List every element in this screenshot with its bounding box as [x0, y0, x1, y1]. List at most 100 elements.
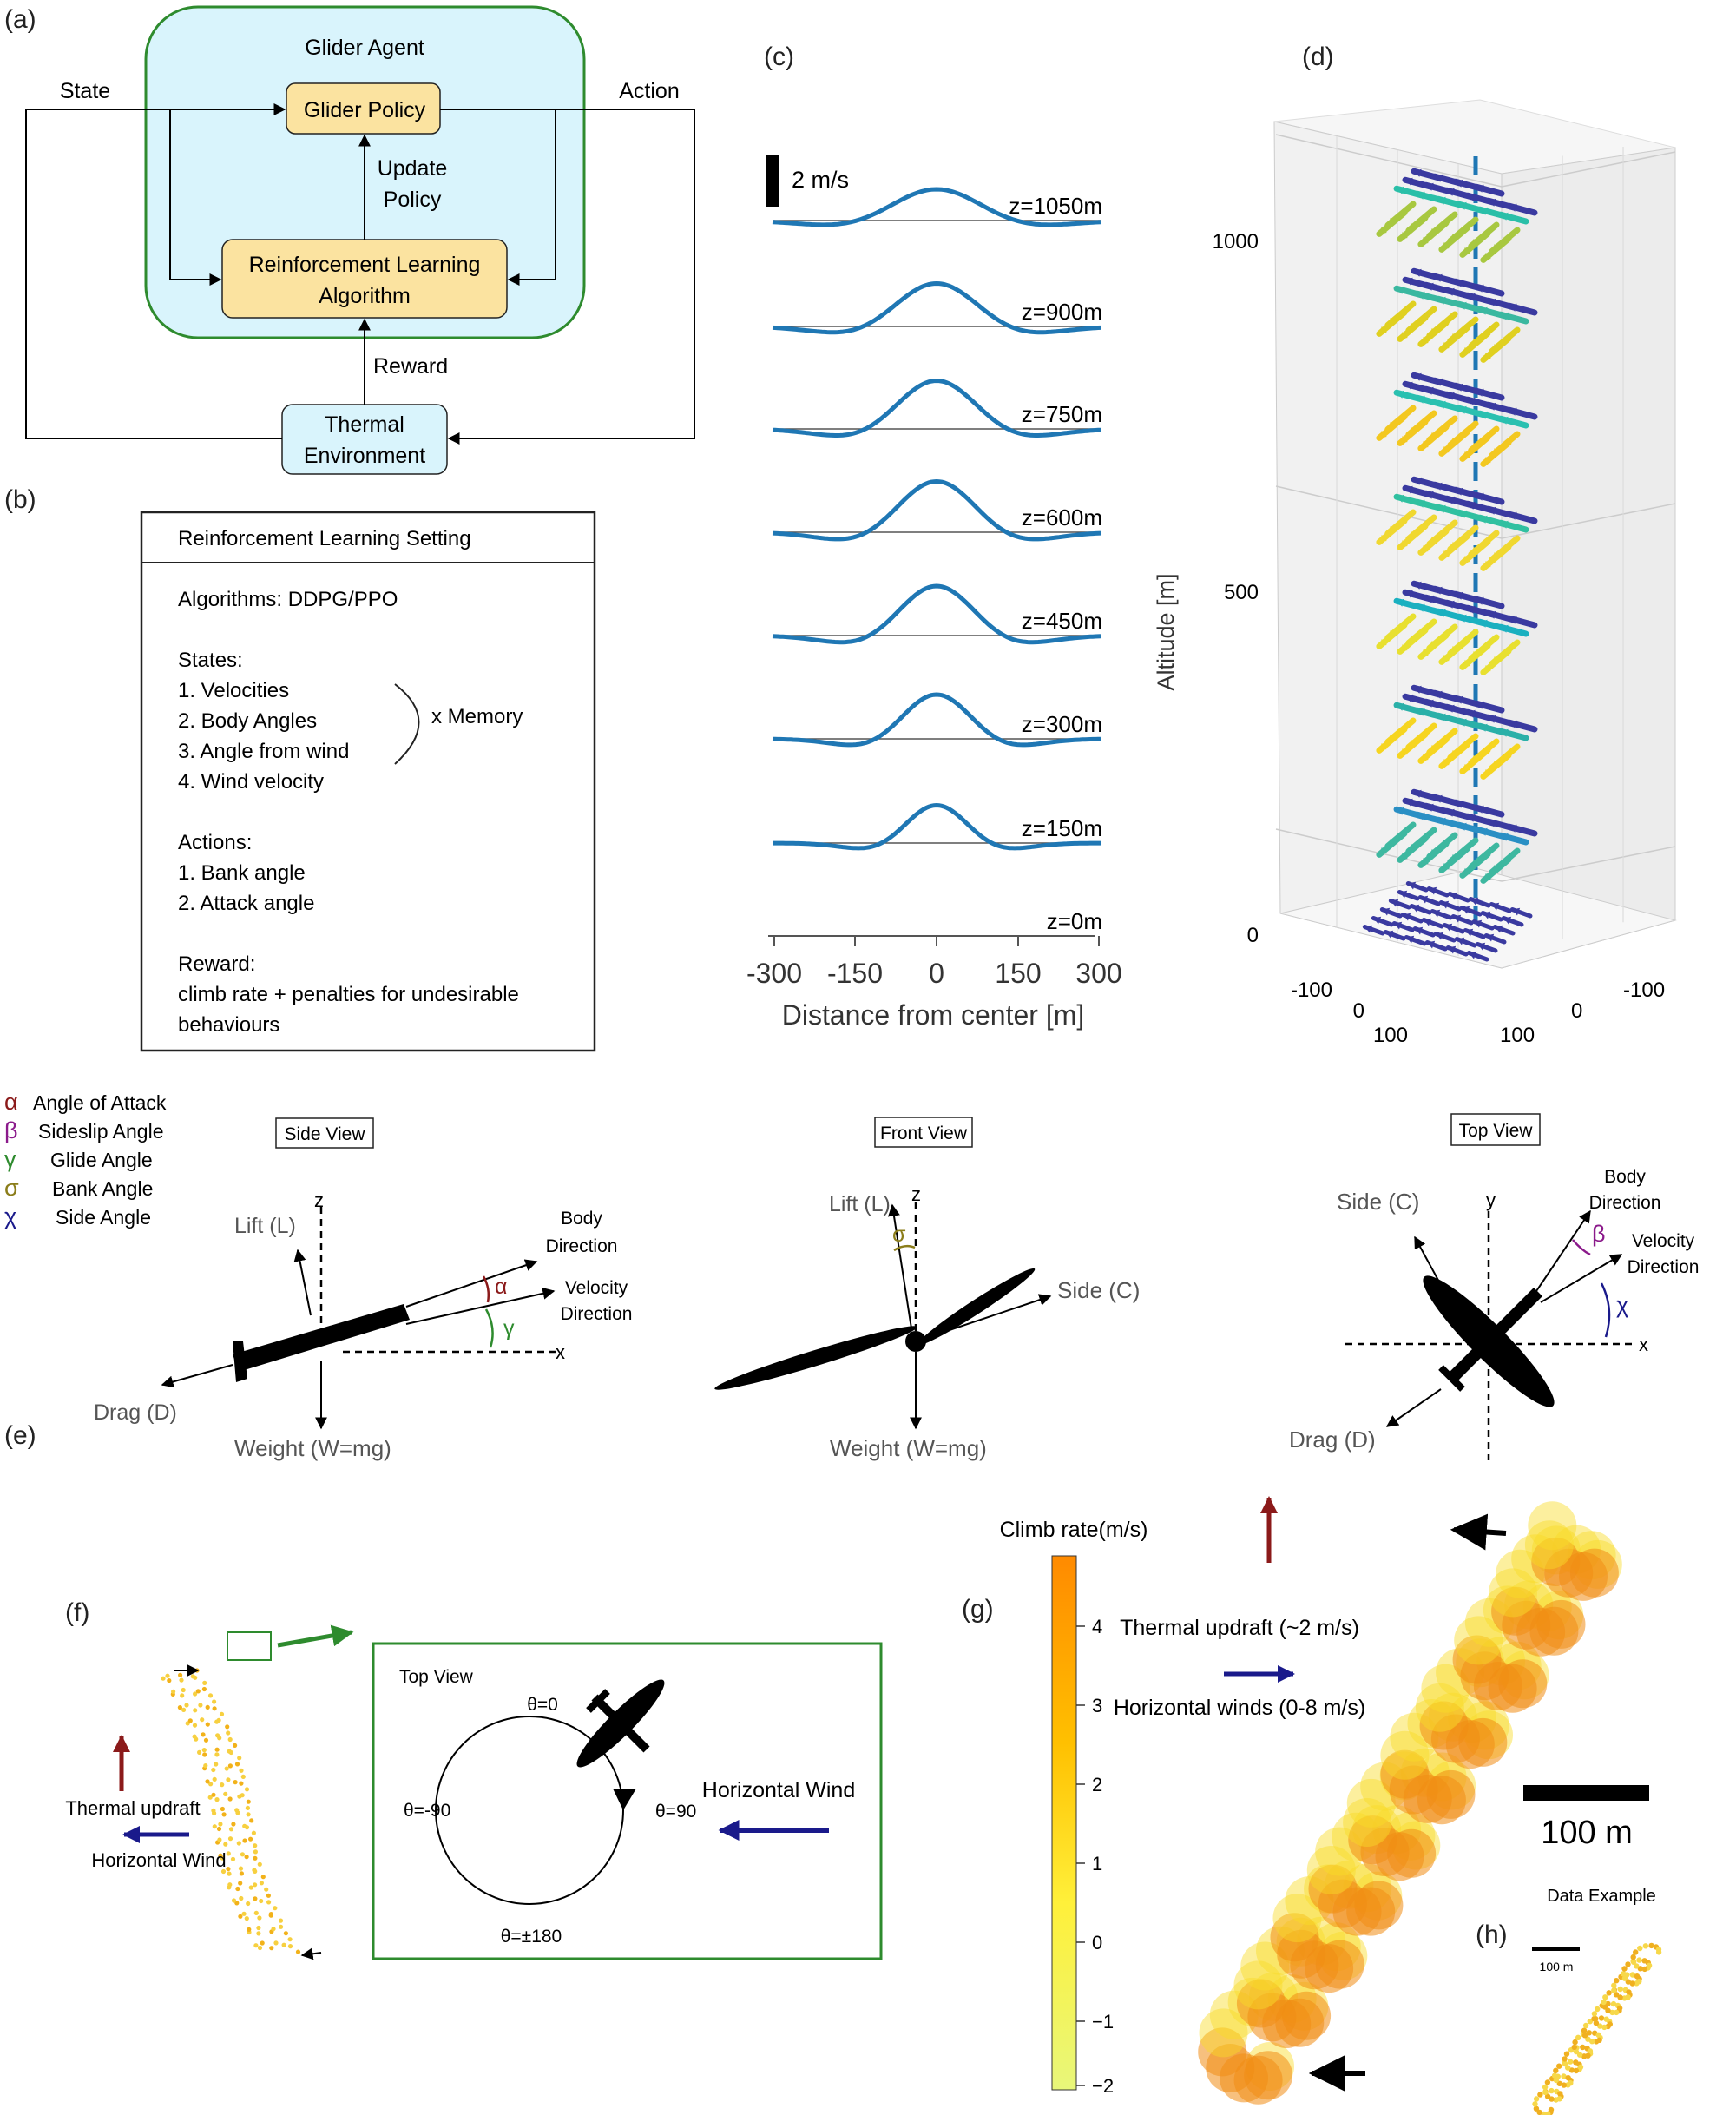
env-label-1: Thermal [325, 412, 404, 437]
legend-sym-chi: χ [4, 1203, 16, 1229]
d-wind-arrowhead [1414, 268, 1422, 277]
f-trajectory-point [227, 1871, 232, 1876]
d-wind-arrowhead [1450, 853, 1458, 862]
d-wind-arrowhead [1405, 485, 1413, 494]
h-trajectory-point [1629, 1972, 1636, 1978]
d-wind-arrowhead [1438, 609, 1446, 617]
h-trajectory-point [1602, 1994, 1608, 2000]
h-trajectory-point [1629, 1980, 1635, 1987]
d-wind-arrowhead [1399, 231, 1408, 240]
d-wind-arrowhead [1420, 857, 1429, 866]
d-wind-arrowhead [1397, 286, 1404, 294]
h-trajectory-point [1589, 2039, 1595, 2045]
d-wind-arrowhead [1378, 226, 1387, 234]
f-trajectory-point [237, 1756, 242, 1761]
d-wind-arrowhead [1378, 742, 1387, 751]
d-wind-arrowhead [1408, 222, 1417, 231]
g-cbar-tick-label: 3 [1092, 1695, 1102, 1716]
d-wind-arrowhead [1468, 814, 1476, 822]
d-wind-arrowhead [1435, 482, 1443, 491]
d-wind-arrowhead [1450, 645, 1458, 654]
d-wind-arrowhead [1491, 864, 1500, 873]
d-wind-arrowhead [1387, 217, 1396, 226]
memory-label: x Memory [431, 705, 523, 728]
f-trajectory-point [271, 1927, 276, 1932]
updraft-profile [773, 802, 1101, 851]
d-wind-arrowhead [1426, 386, 1434, 395]
d-wind-arrowhead [1462, 867, 1470, 876]
d-wind-arrowhead [1512, 907, 1521, 916]
updraft-profile [772, 692, 1101, 748]
f-trajectory-point [227, 1882, 233, 1888]
f-trajectory-point [246, 1901, 251, 1907]
d-wind-arrowhead [1459, 510, 1467, 518]
d-wind-arrowhead [1470, 338, 1479, 346]
f-trajectory-point [211, 1792, 216, 1797]
h-trajectory-point [1581, 2027, 1588, 2033]
d-wind-arrowhead [1429, 327, 1437, 336]
h-trajectory-point [1585, 2036, 1591, 2042]
d-wind-arrowhead [1450, 749, 1458, 758]
f-theta-90: θ=90 [655, 1802, 696, 1822]
d-wind-arrowhead [1420, 440, 1429, 449]
top-drag-label: Drag (D) [1289, 1426, 1376, 1453]
f-trajectory-point [220, 1806, 225, 1812]
d-xtick-100: 100 [1373, 1024, 1408, 1047]
panel-label-f: (f) [65, 1598, 89, 1627]
c-tick-label: 300 [1075, 958, 1121, 989]
f-trajectory-point [253, 1910, 259, 1915]
d-wind-arrowhead [1378, 326, 1387, 334]
d-wind-arrowhead [1408, 739, 1417, 748]
d-wind-arrowhead [1459, 301, 1467, 310]
f-theta-0: θ=0 [527, 1695, 558, 1715]
side-velocity-arrow [405, 1287, 556, 1325]
f-trajectory-point [259, 1881, 264, 1886]
d-wind-arrowhead [1470, 238, 1479, 247]
updraft-profile [772, 187, 1101, 227]
h-trajectory-point [1565, 2082, 1571, 2088]
side-view-title-box [275, 1117, 374, 1149]
d-wind-arrowhead [1486, 933, 1495, 942]
f-trajectory-point [279, 1924, 284, 1929]
f-trajectory-point [248, 1885, 253, 1890]
d-grid-line [1501, 503, 1676, 539]
d-wind-arrowhead [1491, 447, 1500, 456]
side-x-label: x [556, 1341, 565, 1363]
panel-c-profiles: 2 m/s z=1050mz=900mz=750mz=600mz=450mz=3… [746, 155, 1122, 1031]
d-wind-arrowhead [1459, 405, 1467, 414]
updraft-profile [772, 583, 1101, 645]
h-trajectory-point [1606, 1990, 1612, 1996]
top-view-title: Top View [1459, 1121, 1534, 1141]
e-top-view: Top View y x Side (C) Body Direction Vel… [1289, 1113, 1699, 1460]
state-item-4: 4. Wind velocity [178, 770, 324, 794]
g-cbar-tick-label: 4 [1092, 1616, 1102, 1637]
h-trajectory-point [1573, 2067, 1580, 2074]
h-trajectory-point [1551, 2072, 1558, 2079]
f-trajectory-point [295, 1949, 301, 1954]
d-wind-arrowhead [1480, 827, 1488, 836]
d-wind-arrowhead [1397, 390, 1404, 399]
d-wind-arrowhead [1447, 808, 1455, 817]
f-trajectory-point [214, 1747, 220, 1752]
d-wind-arrowhead [1450, 541, 1458, 550]
front-side-arrow [928, 1294, 1052, 1338]
d-wind-arrowhead [1483, 456, 1491, 465]
d-wind-arrowhead [1480, 411, 1488, 419]
h-trajectory-point [1595, 2006, 1601, 2013]
d-wind-arrowhead [1414, 372, 1422, 381]
h-trajectory-point [1561, 2073, 1567, 2079]
state-arrow [25, 103, 286, 439]
f-trajectory-point [264, 1887, 269, 1892]
h-trajectory-point [1587, 2019, 1594, 2025]
h-trajectory-point [1609, 2009, 1615, 2016]
g-trajectory-point [1308, 1864, 1358, 1914]
top-x-label: x [1639, 1334, 1648, 1355]
f-zoom-arrow [277, 1624, 354, 1648]
h-trajectory-point [1655, 1949, 1662, 1955]
d-wind-arrowhead [1426, 595, 1434, 603]
f-trajectory-point [233, 1743, 238, 1748]
panel-label-e: (e) [4, 1421, 36, 1450]
top-fuselage [1447, 1288, 1542, 1383]
